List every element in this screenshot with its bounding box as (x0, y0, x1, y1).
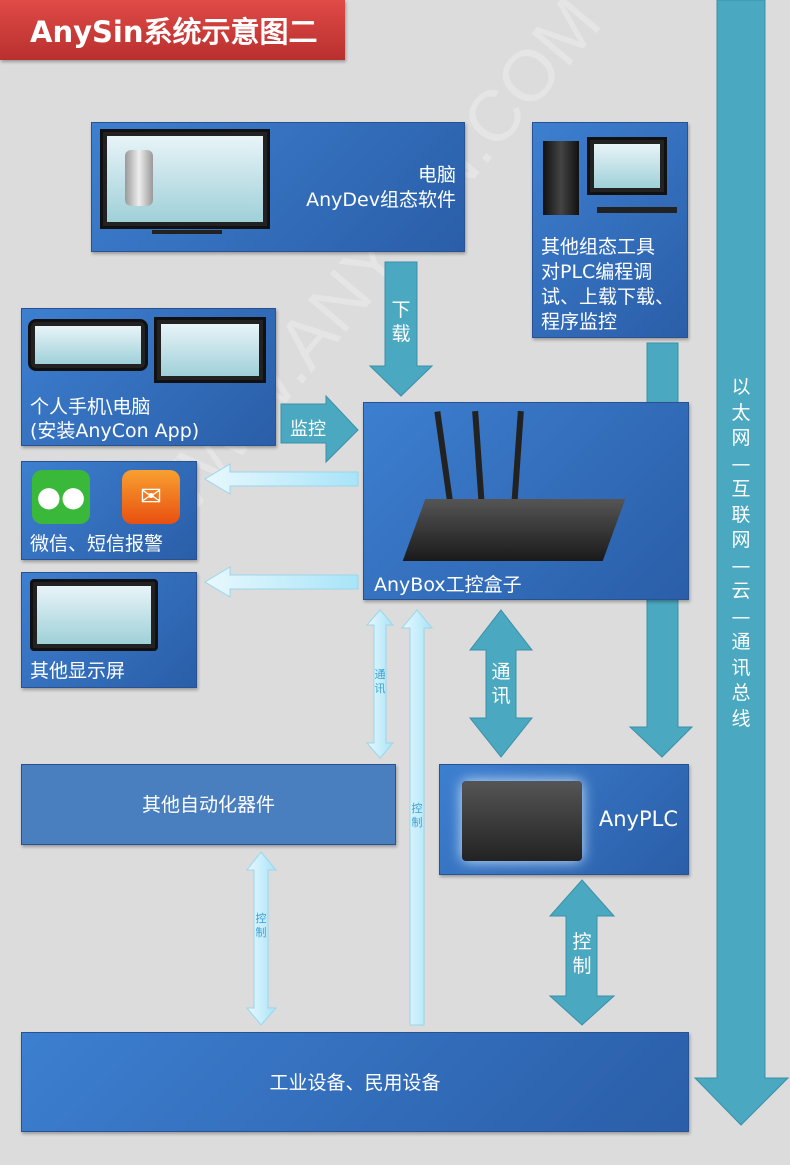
ethernet-label: 以太网—互联网—云—通讯总线 (731, 376, 751, 730)
comm-small-arrow (365, 609, 395, 759)
keyboard-image (597, 207, 677, 213)
phone-label-1: 个人手机\电脑 (30, 396, 151, 418)
control-small2-label: 控制 (255, 912, 267, 939)
anyplc-label: AnyPLC (598, 807, 678, 831)
screen-label: 其他显示屏 (30, 660, 126, 682)
tools-line: 对PLC编程调 (541, 261, 653, 283)
comm-big-arrow (468, 609, 534, 758)
other-tools-box: 其他组态工具 对PLC编程调 试、上载下载、 程序监控 (532, 122, 688, 338)
wechat-icon: ●● (32, 470, 90, 524)
desktop-monitor-image (587, 137, 667, 195)
screen-arrow (204, 566, 359, 598)
anybox-label: AnyBox工控盒子 (374, 574, 522, 596)
control-small2-arrow (245, 851, 278, 1026)
alert-arrow (204, 463, 359, 495)
pc-label-2: AnyDev组态软件 (306, 189, 456, 211)
comm-big-label: 通讯 (491, 661, 511, 707)
desktop-tower-image (543, 141, 579, 215)
automation-box: 其他自动化器件 (21, 764, 396, 845)
industrial-label: 工业设备、民用设备 (269, 1072, 441, 1094)
tools-label: 其他组态工具 对PLC编程调 试、上载下载、 程序监控 (541, 235, 674, 335)
alert-label: 微信、短信报警 (30, 533, 164, 555)
phone-label-2: (安装AnyCon App) (30, 420, 200, 442)
automation-label: 其他自动化器件 (141, 794, 275, 816)
anybox-box: AnyBox工控盒子 (363, 402, 689, 600)
pc-box: 电脑 AnyDev组态软件 (91, 122, 465, 252)
message-icon: ✉ (122, 470, 180, 524)
laptop-image (154, 317, 266, 383)
plc-device-image (462, 781, 582, 861)
pc-monitor-image (100, 129, 270, 229)
tools-line: 其他组态工具 (541, 236, 656, 258)
tools-line: 试、上载下载、 (541, 286, 675, 308)
monitor-arrow (280, 394, 359, 464)
page-title: AnySin系统示意图二 (0, 0, 345, 60)
tools-line: 程序监控 (541, 311, 618, 333)
comm-small-label: 通讯 (374, 668, 386, 695)
control-small1-label: 控制 (411, 802, 423, 829)
control-small1-arrow (400, 609, 434, 1026)
monitor-label: 监控 (290, 419, 326, 440)
phone-box: 个人手机\电脑 (安装AnyCon App) (21, 308, 276, 446)
anyplc-box: AnyPLC (439, 764, 689, 875)
pc-label-1: 电脑 (417, 164, 456, 186)
industrial-box: 工业设备、民用设备 (21, 1032, 689, 1132)
download-label: 下载 (391, 299, 411, 345)
display-image (30, 579, 158, 651)
screen-box: 其他显示屏 (21, 572, 197, 688)
download-arrow (368, 261, 434, 397)
monitor-stand (152, 230, 222, 234)
control-big-label: 控制 (572, 931, 592, 977)
control-big-arrow (548, 879, 616, 1026)
alert-box: ●● ✉ 微信、短信报警 (21, 461, 197, 560)
anybox-device-image (402, 499, 626, 561)
tank-graphic (125, 150, 153, 206)
ethernet-arrow (693, 0, 790, 1126)
phone-image (28, 319, 148, 371)
